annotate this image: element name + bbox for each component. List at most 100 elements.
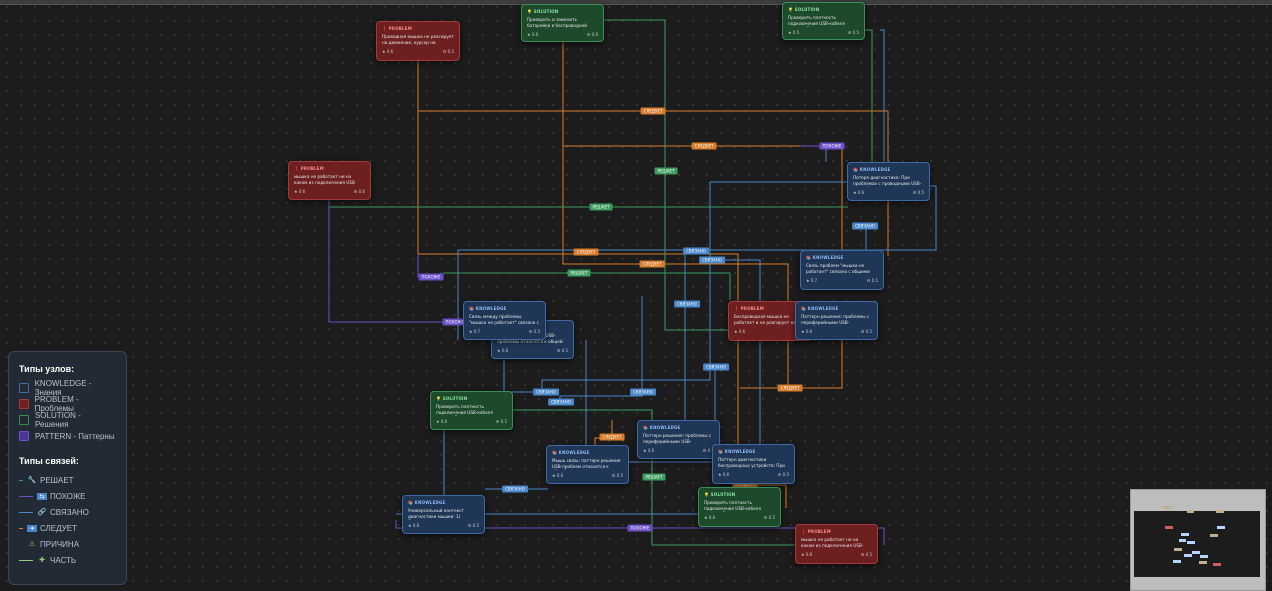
legend-edge-types-title: Типы связей: — [19, 456, 79, 466]
edge-badge-similar: ПОХОЖЕ — [627, 524, 653, 532]
node-text: Потеря диагностика: При проблемах с пров… — [853, 175, 922, 187]
link-icon: 🔗 — [37, 509, 47, 516]
graph-node-knowledge[interactable]: 📚 KNOWLEDGE Мышь связь: паттерн решения … — [546, 445, 629, 484]
legend-node-type-problem: PROBLEM - Проблемы — [19, 395, 116, 413]
wrench-icon: 🔧 — [27, 477, 37, 484]
node-type-label: ❗ PROBLEM — [801, 529, 831, 534]
puzzle-icon: ✚ — [39, 557, 45, 564]
edge-badge-related: СВЯЗАНО — [548, 398, 574, 406]
node-type-label: 📚 KNOWLEDGE — [469, 306, 507, 311]
node-metric: ★ 0.6 — [853, 190, 865, 195]
node-metric: ⚙ 0.5 — [702, 448, 714, 453]
node-type-label: 💡 SOLUTION — [704, 492, 736, 497]
node-type-label: 📚 KNOWLEDGE — [408, 500, 446, 505]
node-metric: ⚙ 0.5 — [495, 419, 507, 424]
node-metric: ★ 0.6 — [436, 419, 448, 424]
edge-badge-solves: РЕШАЕТ — [567, 269, 591, 277]
edge-related — [503, 355, 540, 393]
legend-node-type-pattern: PATTERN - Паттерны — [19, 428, 116, 444]
node-text: Проверить плотность подключения USB-кабе… — [436, 404, 493, 416]
node-metric: ★ 0.6 — [527, 32, 539, 37]
node-metric: ★ 0.7 — [469, 329, 481, 334]
graph-node-problem[interactable]: ❗ PROBLEM мышка не работает ни на каком … — [795, 524, 878, 564]
edge-badge-solves: РЕШАЕТ — [589, 203, 613, 211]
node-text: мышка не работает ни на каком из подключ… — [294, 174, 355, 185]
edge-follows — [418, 110, 889, 256]
graph-node-problem[interactable]: ❗ PROBLEM Проводная мышка не реагирует н… — [376, 21, 460, 61]
swap-icon: ⇆ — [37, 492, 47, 500]
node-type-label: ❗ PROBLEM — [294, 166, 324, 171]
node-text: Паттерн диагностики беспроводных устройс… — [718, 457, 785, 469]
legend-edge-related: 🔗СВЯЗАНО — [19, 504, 116, 520]
graph-node-knowledge[interactable]: 📚 KNOWLEDGE Потеря диагностика: При проб… — [847, 162, 930, 201]
node-metric: ⚙ 0.5 — [763, 515, 775, 520]
graph-node-knowledge[interactable]: 📚 KNOWLEDGE Связь между проблемы "мышка … — [463, 301, 546, 340]
graph-node-knowledge[interactable]: 📚 KNOWLEDGE Связь проблем "мышка не рабо… — [800, 250, 884, 290]
edge-badge-related: СВЯЗАНО — [630, 388, 656, 396]
node-metric: ★ 0.6 — [408, 523, 420, 528]
node-text: Проверить плотность подключения USB-кабе… — [704, 500, 761, 512]
graph-node-solution[interactable]: 💡 SOLUTION Проверить и заменить батарейк… — [521, 4, 604, 42]
legend-edge-similar: ⇆ПОХОЖЕ — [19, 488, 116, 504]
graph-node-knowledge[interactable]: 📚 KNOWLEDGE Паттерн решения: проблемы с … — [795, 301, 878, 340]
node-metric: ★ 0.6 — [552, 473, 564, 478]
edge-solves — [443, 272, 731, 300]
node-text: Связь проблем "мышка не работает" связан… — [806, 263, 870, 275]
minimap-viewport[interactable] — [1134, 511, 1260, 577]
node-type-label: 💡 SOLUTION — [788, 7, 820, 12]
edge-badge-follows: СЛЕДУЕТ — [640, 107, 666, 115]
node-metric: ★ 0.6 — [382, 49, 394, 54]
node-text: мышка не работает ни на каком из подключ… — [801, 537, 864, 549]
node-metric: ⚙ 0.6 — [586, 32, 598, 37]
edge-badge-similar: ПОХОЖЕ — [418, 273, 444, 281]
node-metric: ⚙ 0.5 — [442, 49, 454, 54]
edge-badge-follows: СЛЕДУЕТ — [691, 142, 717, 150]
node-metric: ★ 0.6 — [801, 329, 813, 334]
graph-node-knowledge[interactable]: 📚 KNOWLEDGE Паттерн решения: проблемы с … — [637, 420, 720, 459]
legend-node-type-solution: SOLUTION - Решения — [19, 411, 116, 429]
node-metric: ⚙ 0.6 — [353, 189, 365, 194]
node-metric: ★ 0.6 — [643, 448, 655, 453]
edge-follows — [740, 340, 843, 389]
edge-related — [541, 182, 711, 392]
node-type-label: 📚 KNOWLEDGE — [806, 255, 844, 260]
node-text: Паттерн решения: проблемы с периферийным… — [643, 433, 712, 445]
arrow-right-icon: ➜ — [27, 524, 37, 532]
graph-node-problem[interactable]: ❗ PROBLEM мышка не работает ни на каком … — [288, 161, 371, 200]
edge-badge-similar: ПОХОЖЕ — [442, 318, 468, 326]
edge-badge-related: СВЯЗАНО — [502, 485, 528, 493]
edge-solves — [860, 29, 873, 165]
edge-badge-solves: РЕШАЕТ — [642, 473, 666, 481]
node-metric: ⚙ 0.5 — [528, 329, 540, 334]
node-type-label: 💡 SOLUTION — [527, 9, 559, 14]
edge-related — [880, 29, 885, 162]
node-type-label: 💡 SOLUTION — [436, 396, 468, 401]
node-text: Паттерн решения: проблемы с периферийным… — [801, 314, 870, 326]
node-metric: ⚙ 0.5 — [611, 473, 623, 478]
legend-node-type-knowledge: KNOWLEDGE - Знания — [19, 379, 116, 397]
node-metric: ⚙ 0.5 — [860, 329, 872, 334]
graph-node-solution[interactable]: 💡 SOLUTION Проверить плотность подключен… — [430, 391, 513, 430]
minimap[interactable] — [1130, 489, 1266, 591]
node-metric: ★ 0.6 — [294, 189, 306, 194]
graph-node-knowledge[interactable]: 📚 KNOWLEDGE Паттерн диагностики беспрово… — [712, 444, 795, 484]
top-toolbar — [0, 0, 1272, 5]
edge-badge-related: СВЯЗАНО — [533, 388, 559, 396]
node-text: Проверить и заменить батарейки в беспров… — [527, 17, 587, 29]
graph-node-solution[interactable]: 💡 SOLUTION Проверить плотность подключен… — [698, 487, 781, 527]
node-metric: ⚙ 0.5 — [467, 523, 479, 528]
graph-node-solution[interactable]: 💡 SOLUTION Проверить плотность подключен… — [782, 2, 865, 40]
node-type-label: 📚 KNOWLEDGE — [853, 167, 891, 172]
node-type-label: ❗ PROBLEM — [734, 306, 764, 311]
node-type-label: 📚 KNOWLEDGE — [552, 450, 590, 455]
graph-node-knowledge[interactable]: 📚 KNOWLEDGE Универсальный контекст диагн… — [402, 495, 485, 534]
node-text: Универсальный контекст диагностики мышки… — [408, 508, 464, 520]
node-metric: ★ 0.7 — [806, 278, 818, 283]
edge-badge-related: СВЯЗАНО — [699, 256, 725, 264]
node-metric: ★ 0.6 — [704, 515, 716, 520]
node-metric: ★ 0.6 — [734, 329, 746, 334]
legend-edge-follows: ➜СЛЕДУЕТ — [19, 520, 116, 536]
node-type-label: 📚 KNOWLEDGE — [643, 425, 681, 430]
node-type-label: 📚 KNOWLEDGE — [801, 306, 839, 311]
